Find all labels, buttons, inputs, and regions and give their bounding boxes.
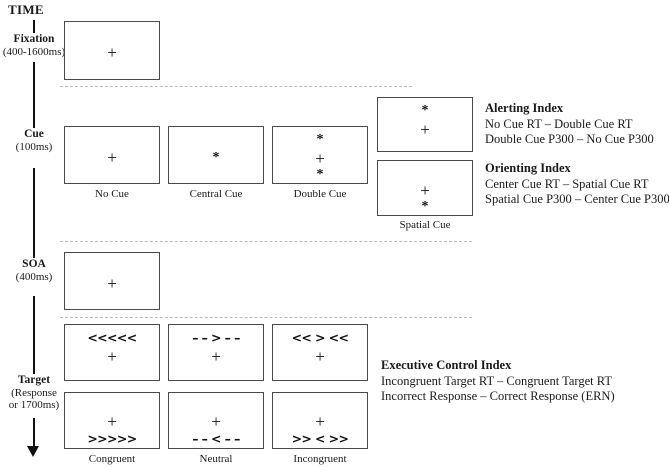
stage-label-cue: Cue (100ms) <box>0 128 68 153</box>
target-incongruent-upper-box: << > << + <box>272 324 368 381</box>
separator-fixation-cue <box>60 86 412 87</box>
soa-stimulus-box: + <box>64 252 160 310</box>
central-cue-caption: Central Cue <box>189 188 243 200</box>
time-axis-segment-5 <box>33 418 35 448</box>
alerting-index-line-2: Double Cue P300 – No Cue P300 <box>485 132 654 147</box>
fixation-cross-glyph: + <box>107 43 117 62</box>
executive-control-index-title: Executive Control Index <box>381 358 512 372</box>
stage-name-target: Target <box>17 374 51 386</box>
target-congruent-upper-box: <<<<< + <box>64 324 160 381</box>
alerting-index-title: Alerting Index <box>485 101 564 115</box>
stage-label-soa: SOA (400ms) <box>0 258 68 283</box>
stage-duration-target-cont: or 1700ms) <box>8 399 60 412</box>
time-axis-arrowhead <box>27 446 39 457</box>
central-cue-stimulus-box: * <box>168 126 264 184</box>
central-cue-star-glyph: * <box>212 150 220 165</box>
target-congruent-lower-box: + >>>>> <box>64 392 160 449</box>
executive-control-index-line-1: Incongruent Target RT – Congruent Target… <box>381 373 612 388</box>
spatial-cue-caption: Spatial Cue <box>399 219 451 231</box>
target-neutral-upper-arrows: – – > – – <box>192 330 240 345</box>
stage-label-fixation: Fixation (400-1600ms) <box>0 33 68 58</box>
target-incongruent-lower-cross: + <box>315 412 325 431</box>
target-incongruent-lower-box: + >> < >> <box>272 392 368 449</box>
soa-cross-glyph: + <box>107 274 117 293</box>
separator-soa-target <box>60 317 472 318</box>
stage-name-soa: SOA <box>22 258 46 270</box>
executive-control-index-line-2: Incorrect Response – Correct Response (E… <box>381 389 615 404</box>
target-neutral-lower-arrows: – – < – – <box>192 431 240 446</box>
target-congruent-caption: Congruent <box>88 453 136 465</box>
stage-duration-fixation: (400-1600ms) <box>2 45 66 58</box>
alerting-index-line-1: No Cue RT – Double Cue RT <box>485 116 633 131</box>
stage-name-fixation: Fixation <box>13 33 55 45</box>
orienting-index-line-1: Center Cue RT – Spatial Cue RT <box>485 176 649 191</box>
stage-label-target: Target (Response or 1700ms) <box>0 374 68 412</box>
target-incongruent-caption: Incongruent <box>293 453 347 465</box>
double-cue-cross-glyph: + <box>315 149 325 168</box>
no-cue-caption: No Cue <box>95 188 129 200</box>
orienting-index-line-2: Spatial Cue P300 – Center Cue P300 <box>485 192 669 207</box>
target-neutral-lower-cross: + <box>211 412 221 431</box>
time-axis-title: TIME <box>8 2 44 17</box>
double-cue-star-bottom-glyph: * <box>316 167 324 182</box>
time-axis-segment-3 <box>33 168 35 258</box>
target-neutral-upper-cross: + <box>211 347 221 366</box>
double-cue-caption: Double Cue <box>293 188 347 200</box>
target-neutral-lower-box: + – – < – – <box>168 392 264 449</box>
stage-duration-target: (Response <box>11 386 57 399</box>
spatial-cue-lower-star-glyph: * <box>421 199 429 214</box>
fixation-stimulus-box: + <box>64 21 160 80</box>
target-congruent-lower-cross: + <box>107 412 117 431</box>
target-congruent-upper-arrows: <<<<< <box>87 330 137 345</box>
target-neutral-upper-box: – – > – – + <box>168 324 264 381</box>
stage-duration-soa: (400ms) <box>15 270 53 283</box>
stage-name-cue: Cue <box>24 128 44 140</box>
target-neutral-caption: Neutral <box>199 453 233 465</box>
orienting-index-title: Orienting Index <box>485 161 571 175</box>
double-cue-stimulus-box: * + * <box>272 126 368 184</box>
target-incongruent-upper-arrows: << > << <box>291 330 349 345</box>
spatial-cue-upper-star-glyph: * <box>421 103 429 118</box>
orienting-index-block: Orienting Index Center Cue RT – Spatial … <box>485 161 669 208</box>
stage-duration-cue: (100ms) <box>15 140 53 153</box>
time-axis-segment-2 <box>33 62 35 128</box>
no-cue-stimulus-box: + <box>64 126 160 184</box>
spatial-cue-lower-stimulus-box: + * <box>377 160 473 216</box>
executive-control-index-block: Executive Control Index Incongruent Targ… <box>381 358 615 405</box>
spatial-cue-upper-stimulus-box: * + <box>377 97 473 152</box>
spatial-cue-upper-cross-glyph: + <box>420 120 430 139</box>
double-cue-star-top-glyph: * <box>316 132 324 147</box>
time-axis-segment-1 <box>33 20 35 33</box>
alerting-index-block: Alerting Index No Cue RT – Double Cue RT… <box>485 101 654 148</box>
time-axis-segment-4 <box>33 296 35 374</box>
target-incongruent-upper-cross: + <box>315 347 325 366</box>
no-cue-cross-glyph: + <box>107 148 117 167</box>
target-congruent-lower-arrows: >>>>> <box>87 431 137 446</box>
spatial-cue-lower-cross-glyph: + <box>420 181 430 200</box>
separator-cue-soa <box>60 241 472 242</box>
target-congruent-upper-cross: + <box>107 347 117 366</box>
target-incongruent-lower-arrows: >> < >> <box>291 431 349 446</box>
